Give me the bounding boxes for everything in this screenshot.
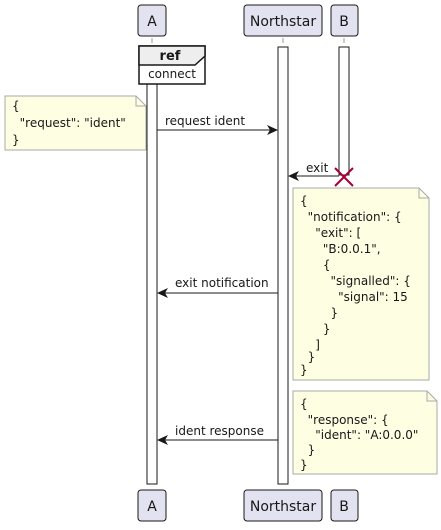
message-request-ident-label: request ident <box>165 114 245 128</box>
message-exit: exit <box>288 161 339 181</box>
participant-northstar-top: Northstar <box>243 4 323 37</box>
note-request-text: { "request": "ident" } <box>12 99 130 147</box>
note-response-text: { "response": { "ident": "A:0.0.0" } } <box>300 397 418 472</box>
participant-b-top-label: B <box>339 14 349 30</box>
participant-a-top: A <box>137 4 167 37</box>
participant-northstar-bottom: Northstar <box>243 489 323 522</box>
message-ident-response: ident response <box>157 424 278 445</box>
participant-a-bottom: A <box>137 489 167 522</box>
participant-northstar-bottom-label: Northstar <box>250 499 317 515</box>
participant-b-bottom-label: B <box>339 499 349 515</box>
message-exit-notification-label: exit notification <box>175 276 269 290</box>
activation-b <box>338 46 350 176</box>
message-request-ident: request ident <box>157 114 278 135</box>
destroy-icon <box>334 167 354 187</box>
note-notification: { "notification": { "exit": [ "B:0.0.1",… <box>292 187 430 381</box>
note-request: { "request": "ident" } <box>4 95 147 151</box>
note-response: { "response": { "ident": "A:0.0.0" } } <box>292 390 438 475</box>
participant-b-bottom: B <box>330 489 359 522</box>
ref-text: connect <box>148 67 196 81</box>
participant-b-top: B <box>330 4 359 37</box>
message-exit-label: exit <box>306 161 329 175</box>
note-notification-text: { "notification": { "exit": [ "B:0.0.1",… <box>300 194 411 377</box>
participant-northstar-top-label: Northstar <box>250 14 317 30</box>
participant-a-bottom-label: A <box>147 499 157 515</box>
activation-northstar <box>277 46 289 485</box>
ref-frame: ref connect <box>138 45 206 85</box>
message-exit-notification: exit notification <box>157 276 278 298</box>
activation-a <box>146 79 158 485</box>
ref-tag: ref <box>160 49 181 64</box>
participant-a-top-label: A <box>147 14 157 30</box>
message-ident-response-label: ident response <box>175 424 264 438</box>
